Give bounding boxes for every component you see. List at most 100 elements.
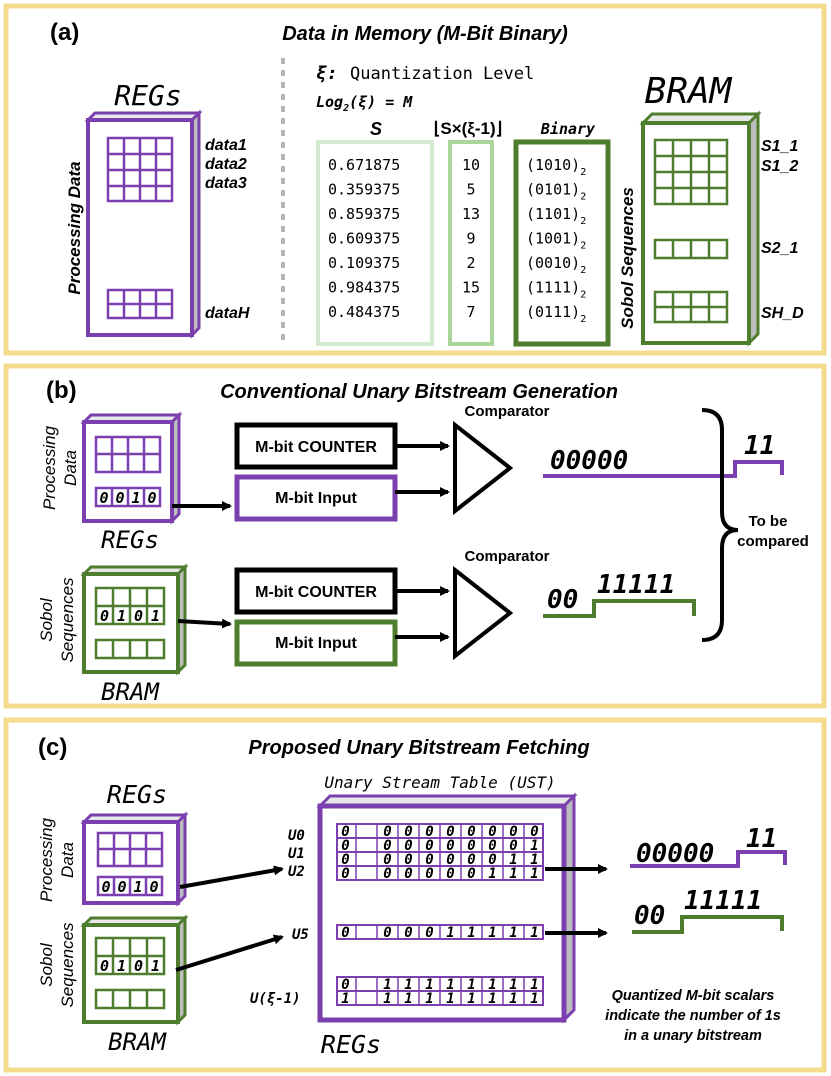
panel-c-regs-side-2: Data	[58, 842, 77, 878]
panel-a-binary-values: (1010)2(0101)2(1101)2(1001)2(0010)2(1111…	[526, 156, 586, 325]
panel-c-wave-bottom-low: 00	[634, 901, 665, 931]
ust-bit: 1	[530, 838, 538, 854]
panel-a-title: Data in Memory (M-Bit Binary)	[282, 23, 568, 45]
panel-b-brace-line2: compared	[737, 533, 809, 550]
ust-bit: 0	[404, 838, 412, 854]
panel-c-note-1: Quantized M-bit scalars	[612, 988, 775, 1004]
ust-bit: 1	[530, 852, 538, 868]
bit-cell: 1	[133, 878, 142, 896]
panel-c-title: Proposed Unary Bitstream Fetching	[248, 737, 589, 759]
ust-bit: 0	[488, 852, 496, 868]
ust-bit: 0	[425, 838, 433, 854]
panel-b-bram-label: BRAM	[101, 678, 160, 706]
panel-b-input-bottom-label: M-bit Input	[275, 635, 357, 652]
panel-b-wave-top-high: 11	[744, 431, 775, 461]
panel-a-binary-value: (0101)2	[526, 181, 586, 203]
ust-bit: 0	[446, 838, 454, 854]
panel-c-row-label-u0: U0	[288, 828, 305, 844]
panel-b-regs-side-2: Data	[61, 450, 80, 486]
panel-a-regs-row-data2: data2	[205, 156, 247, 173]
ust-bit: 1	[488, 866, 496, 882]
ust-bit: 0	[383, 866, 391, 882]
ust-bit: 0	[425, 925, 433, 941]
ust-bit: 0	[341, 824, 349, 840]
ust-bit: 1	[446, 991, 454, 1007]
panel-c-wave-top-high: 11	[746, 824, 777, 854]
ust-bit: 1	[446, 977, 454, 993]
panel-c-regs-label: REGs	[107, 780, 167, 809]
ust-bit: 1	[404, 977, 412, 993]
panel-c-row-label-u1: U1	[288, 846, 305, 862]
panel-c-ust-title: Unary Stream Table (UST)	[324, 773, 555, 792]
ust-bit: 1	[467, 991, 475, 1007]
ust-bit: 1	[488, 991, 496, 1007]
panel-a-floor-column	[448, 140, 494, 346]
panel-b-wave-bottom-high: 11111	[597, 570, 675, 600]
ust-bit: 1	[467, 977, 475, 993]
panel-a-floor-value: 10	[462, 156, 480, 174]
panel-a-bram-block: Sobol Sequences	[618, 110, 762, 347]
panel-b: (b) Conventional Unary Bitstream Generat…	[3, 363, 827, 709]
panel-a-s-value: 0.609375	[328, 230, 400, 248]
panel-a-s-values: 0.6718750.3593750.8593750.6093750.109375…	[328, 156, 400, 321]
ust-bit: 1	[404, 991, 412, 1007]
ust-bit: 1	[425, 991, 433, 1007]
panel-a-binary-value: (1111)2	[526, 279, 586, 301]
panel-a-regs-row-dataH: dataH	[205, 305, 250, 322]
panel-c-frame	[3, 717, 827, 1073]
panel-b-counter-bottom-label: M-bit COUNTER	[255, 584, 377, 601]
ust-bit: 1	[488, 925, 496, 941]
panel-a-binary-value: (0010)2	[526, 254, 586, 276]
panel-b-brace-line1: To be	[749, 513, 788, 530]
ust-bit: 1	[509, 977, 517, 993]
panel-a-regs-block: Processing Data	[65, 109, 203, 339]
panel-a-frame	[3, 3, 827, 356]
ust-bit: 1	[530, 991, 538, 1007]
panel-a-log-equation: Log2(ξ) = M	[316, 93, 413, 114]
panel-a-bram-row-s1-2: S1_2	[761, 158, 798, 175]
panel-a-s-value: 0.359375	[328, 181, 400, 199]
panel-b-comparator-top-label: Comparator	[464, 403, 549, 420]
panel-b-regs-label: REGs	[101, 526, 159, 554]
panel-a-s-column	[316, 140, 434, 346]
panel-c-row-label-u5: U5	[292, 927, 309, 943]
ust-bit: 0	[446, 824, 454, 840]
bit-cell: 0	[134, 607, 143, 625]
bit-cell: 0	[99, 489, 108, 507]
panel-b-bram-side-2: Sequences	[58, 577, 77, 663]
panel-b-wave-bottom-low: 00	[547, 585, 578, 615]
panel-c-regs-cube	[80, 811, 189, 907]
panel-a-floor-value: 7	[466, 303, 475, 321]
panel-b-input-top-label: M-bit Input	[275, 490, 357, 507]
panel-a-bram-row-sh-d: SH_D	[761, 305, 804, 322]
ust-bit: 0	[404, 824, 412, 840]
panel-a-binary-column	[513, 139, 611, 347]
ust-bit: 0	[488, 838, 496, 854]
bit-cell: 0	[117, 878, 126, 896]
ust-bit: 0	[341, 838, 349, 854]
ust-bit: 1	[488, 977, 496, 993]
panel-a: (a) Data in Memory (M-Bit Binary) REGs P…	[3, 3, 827, 356]
panel-b-wave-top-low: 00000	[550, 446, 628, 476]
ust-bit: 0	[341, 925, 349, 941]
panel-b-arrow-bram-to-input	[177, 618, 232, 629]
ust-bit: 0	[383, 852, 391, 868]
bit-cell: 1	[117, 607, 126, 625]
ust-bit: 1	[509, 852, 517, 868]
ust-bit: 0	[446, 852, 454, 868]
panel-c-regs-side-1: Processing	[37, 817, 56, 902]
ust-bit: 0	[530, 824, 538, 840]
panel-a-regs-row-data3: data3	[205, 175, 247, 192]
panel-a-binary-value: (1010)2	[526, 156, 586, 178]
panel-a-s-value: 0.984375	[328, 279, 400, 297]
panel-a-binary-value: (0111)2	[526, 303, 586, 325]
panel-c-wave-top	[630, 850, 787, 868]
ust-bit: 0	[467, 838, 475, 854]
panel-a-floor-value: 15	[462, 279, 480, 297]
ust-bit: 0	[446, 866, 454, 882]
panel-a-s-value: 0.671875	[328, 156, 400, 174]
